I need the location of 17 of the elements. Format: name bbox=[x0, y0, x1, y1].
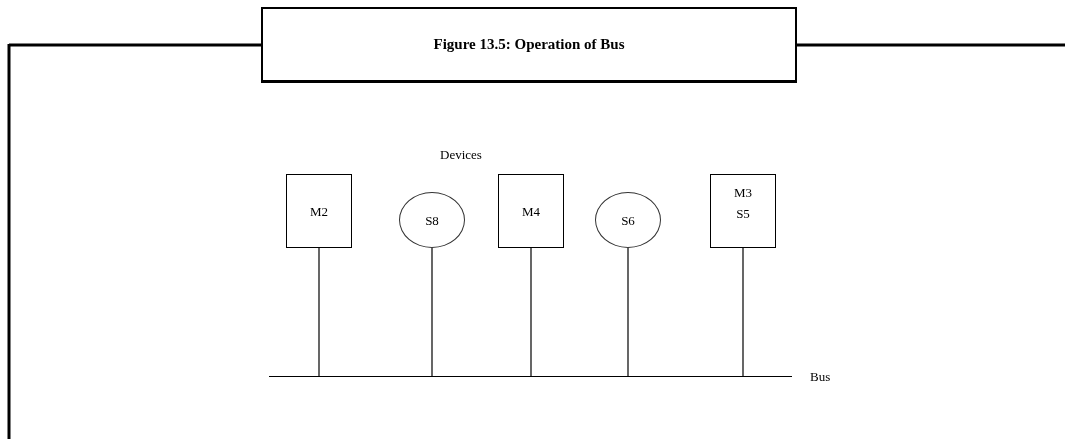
figure-title: Figure 13.5: Operation of Bus bbox=[433, 35, 625, 55]
device-label: S6 bbox=[621, 212, 635, 228]
device-box bbox=[710, 174, 776, 248]
connector-line bbox=[627, 247, 629, 377]
device-label: S5 bbox=[736, 206, 750, 221]
device-label: M3 bbox=[733, 185, 753, 200]
device-label: S8 bbox=[425, 212, 439, 228]
group-label: Devices bbox=[440, 146, 482, 164]
connector-line bbox=[318, 247, 320, 377]
connector-line bbox=[742, 247, 744, 377]
connector-line bbox=[431, 247, 433, 377]
bus-label: Bus bbox=[810, 368, 831, 386]
device-label: M4 bbox=[521, 203, 541, 219]
device-label: M2 bbox=[309, 203, 329, 219]
device-box bbox=[498, 174, 564, 248]
device-box bbox=[286, 174, 352, 248]
connector-line bbox=[530, 247, 532, 377]
